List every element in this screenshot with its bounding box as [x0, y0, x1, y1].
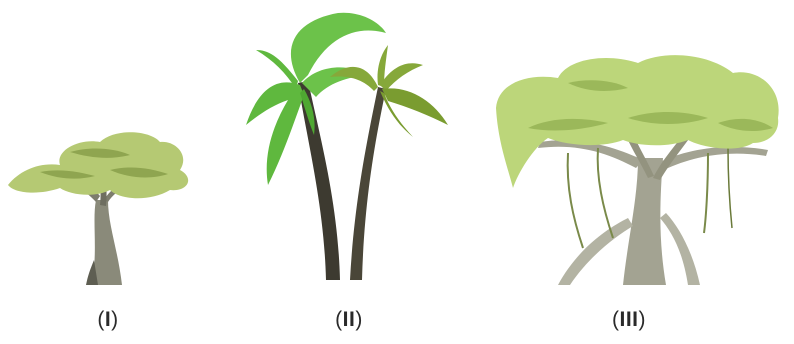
caption-iii: (III) [611, 308, 647, 331]
caption-numeral: II [342, 308, 356, 331]
palm-trees [246, 12, 448, 280]
caption-numeral: III [619, 308, 639, 331]
caption-ii: (II) [335, 308, 363, 331]
caption-numeral: I [104, 308, 112, 331]
banyan-tree [496, 55, 779, 285]
caption-i: (I) [97, 308, 119, 331]
acacia-tree [8, 132, 189, 285]
